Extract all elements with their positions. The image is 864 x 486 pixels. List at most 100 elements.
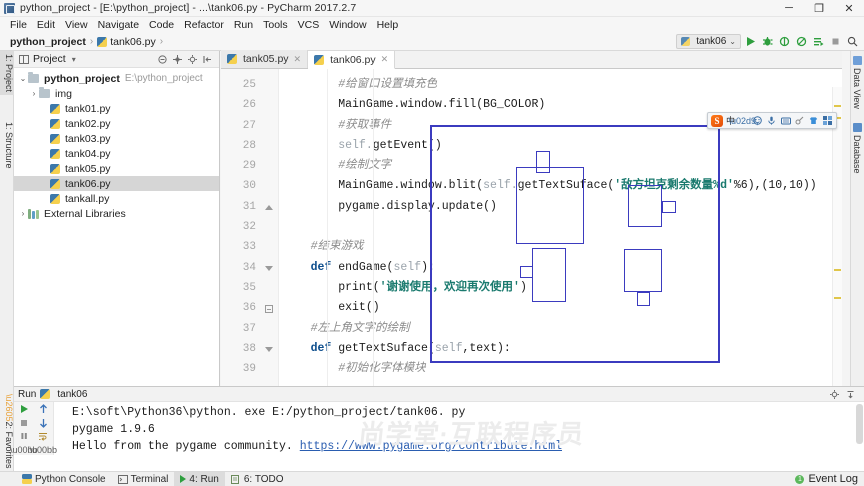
code-line[interactable]: #左上角文字的绘制 — [310, 321, 410, 335]
tab-run[interactable]: 4: Run — [174, 471, 225, 486]
expand-icon[interactable]: \u00bb — [9, 444, 38, 455]
run-configuration-selector[interactable]: tank06 ⌄ — [676, 34, 741, 49]
breadcrumb-file[interactable]: tank06.py — [97, 36, 156, 48]
sogou-input-toolbar[interactable]: S 中 \u02d9, — [707, 112, 838, 129]
print-icon[interactable]: \u00bb — [29, 444, 58, 455]
fold-marker[interactable] — [264, 304, 273, 313]
tree-item-tank06-py[interactable]: ›tank06.py — [14, 176, 219, 191]
tree-item-tank03-py[interactable]: ›tank03.py — [14, 131, 219, 146]
stop-icon[interactable] — [18, 418, 30, 429]
sidebar-item-structure[interactable]: 1: Structure — [0, 119, 14, 172]
fold-marker[interactable] — [264, 264, 273, 273]
apps-icon[interactable] — [822, 115, 833, 126]
code-line[interactable]: exit() — [283, 301, 380, 315]
tab-todo[interactable]: 6: TODO — [225, 472, 290, 486]
code-line[interactable]: #绘制文字 — [338, 159, 392, 173]
close-icon[interactable]: ✕ — [293, 53, 302, 64]
hide-panel-icon[interactable] — [202, 54, 213, 65]
sidebar-item-data-view[interactable]: Data View — [851, 53, 862, 112]
editor-tab-tank06-py[interactable]: tank06.py✕ — [308, 51, 396, 69]
menu-navigate[interactable]: Navigate — [97, 19, 140, 31]
maximize-icon[interactable]: ❐ — [814, 2, 824, 15]
pygame-game-window[interactable] — [430, 125, 720, 363]
fold-marker[interactable] — [264, 203, 273, 212]
code-line[interactable]: #结束游戏 — [310, 240, 364, 254]
code-line[interactable]: MainGame.window.fill(BG_COLOR) — [283, 98, 546, 112]
tree-item-tank02-py[interactable]: ›tank02.py — [14, 116, 219, 131]
down-icon[interactable] — [37, 418, 49, 429]
locate-file-icon[interactable] — [172, 54, 183, 65]
pause-icon[interactable] — [18, 431, 30, 442]
hide-panel-icon[interactable] — [845, 389, 856, 400]
close-icon[interactable]: ✕ — [844, 2, 854, 15]
chevron-down-icon[interactable]: ⌄ — [19, 74, 27, 83]
tree-item-img[interactable]: ›img — [14, 86, 219, 101]
soft-wrap-icon[interactable] — [37, 431, 49, 442]
run-console-output[interactable]: 尚学堂·互联程序员 E:\soft\Python36\python. exe E… — [54, 402, 864, 455]
rerun-icon[interactable] — [18, 404, 30, 415]
run-panel-config-name[interactable]: tank06 — [57, 388, 88, 400]
run-button[interactable] — [743, 34, 758, 49]
collapse-all-icon[interactable] — [157, 54, 168, 65]
gear-icon[interactable] — [187, 54, 198, 65]
menu-run[interactable]: Run — [233, 19, 254, 31]
sidebar-item-project[interactable]: 1: Project — [0, 51, 14, 96]
toolbox-icon[interactable] — [794, 115, 805, 126]
code-line[interactable]: pygame.display.update() — [283, 199, 497, 213]
menu-edit[interactable]: Edit — [36, 19, 56, 31]
menu-code[interactable]: Code — [149, 19, 175, 31]
keyboard-icon[interactable] — [780, 115, 791, 126]
tree-item-tank04-py[interactable]: ›tank04.py — [14, 146, 219, 161]
sidebar-item-favorites[interactable]: \u26052: Favorites — [0, 391, 14, 472]
tab-terminal[interactable]: Terminal — [112, 472, 175, 486]
gear-icon[interactable] — [829, 389, 840, 400]
emoji-icon[interactable] — [752, 115, 763, 126]
error-stripe-scrollbar[interactable] — [832, 87, 842, 386]
tree-item-tank01-py[interactable]: ›tank01.py — [14, 101, 219, 116]
close-icon[interactable]: ✕ — [380, 54, 389, 64]
stop-button[interactable] — [828, 34, 843, 49]
sidebar-item-database[interactable]: Database — [851, 120, 862, 177]
up-icon[interactable] — [37, 404, 49, 415]
chevron-down-icon[interactable]: ▾ — [71, 54, 76, 64]
menu-view[interactable]: View — [65, 19, 88, 31]
code-line[interactable]: #初始化字体模块 — [338, 362, 426, 376]
menu-help[interactable]: Help — [376, 19, 399, 31]
console-scrollbar[interactable] — [856, 404, 863, 444]
fold-marker[interactable] — [264, 345, 273, 354]
minimize-icon[interactable]: ─ — [785, 2, 793, 14]
comma-icon[interactable]: \u02d9, — [728, 115, 759, 126]
code-line[interactable]: print('谢谢使用，欢迎再次使用') — [283, 280, 527, 294]
code-line[interactable]: #获取事件 — [338, 118, 392, 132]
code-line[interactable]: MainGame.window.blit(self.getTextSuface(… — [283, 179, 817, 193]
breadcrumb-project[interactable]: python_project — [10, 36, 86, 48]
attach-button[interactable] — [811, 34, 826, 49]
profile-button[interactable] — [794, 34, 809, 49]
sogou-logo-icon[interactable]: S — [711, 114, 723, 127]
coverage-button[interactable] — [777, 34, 792, 49]
event-log-label[interactable]: Event Log — [808, 473, 858, 485]
tree-item-tankall-py[interactable]: ›tankall.py — [14, 191, 219, 206]
chevron-right-icon[interactable]: › — [21, 209, 25, 218]
search-icon[interactable] — [845, 34, 860, 49]
menu-window[interactable]: Window — [329, 19, 367, 31]
menu-file[interactable]: File — [10, 19, 27, 31]
debug-button[interactable] — [760, 34, 775, 49]
tab-python-console[interactable]: Python Console — [16, 472, 112, 486]
skin-icon[interactable] — [808, 115, 819, 126]
ime-mode-label[interactable]: 中 — [726, 116, 736, 126]
code-lines[interactable]: #给窗口设置填充色 MainGame.window.fill(BG_COLOR)… — [279, 69, 842, 386]
chevron-right-icon[interactable]: › — [32, 89, 36, 98]
code-line[interactable]: def getTextSuface(self,text): — [310, 341, 511, 355]
code-line[interactable]: #给窗口设置填充色 — [338, 78, 438, 91]
voice-icon[interactable] — [766, 115, 777, 126]
pygame-community-link[interactable]: https://www.pygame.org/contribute.html — [299, 440, 562, 453]
editor-tab-tank05-py[interactable]: tank05.py✕ — [221, 50, 309, 68]
tree-item-tank05-py[interactable]: ›tank05.py — [14, 161, 219, 176]
code-line[interactable]: self.getEvent() — [338, 138, 442, 152]
tree-item-external-libraries[interactable]: ›External Libraries — [14, 206, 219, 221]
menu-vcs[interactable]: VCS — [297, 19, 320, 31]
menu-tools[interactable]: Tools — [263, 19, 288, 31]
